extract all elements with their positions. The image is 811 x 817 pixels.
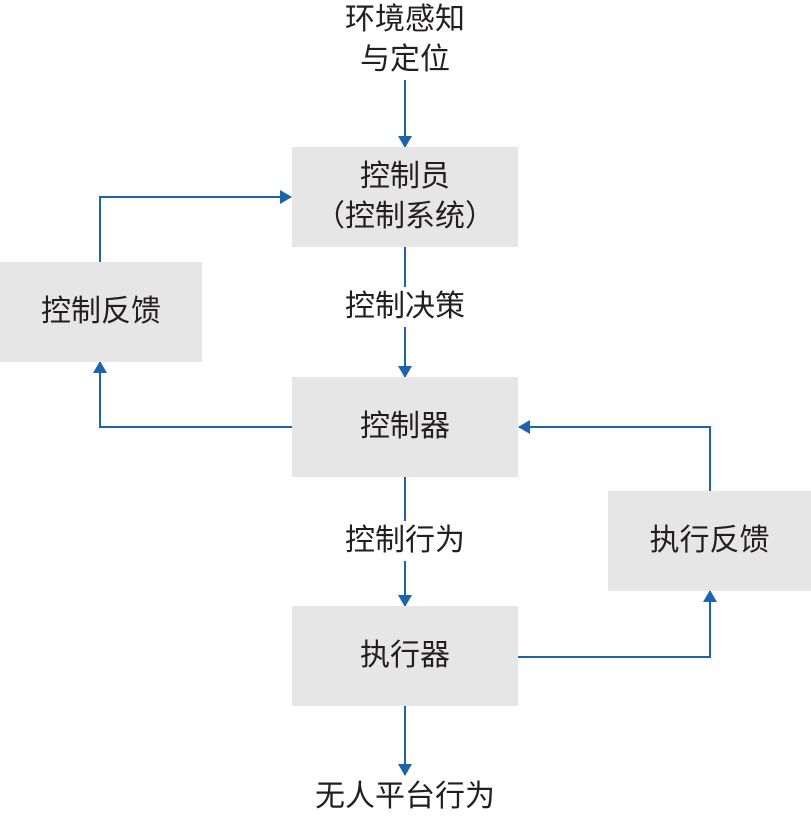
- input-label-line2: 与定位: [360, 42, 450, 77]
- arrow-control-feedback-to-operator: [99, 190, 292, 262]
- operator-node-line1: 控制员: [360, 159, 450, 194]
- input-label-line1: 环境感知: [345, 2, 465, 37]
- execution-feedback-label: 执行反馈: [649, 523, 770, 558]
- execution-feedback-node: 执行反馈: [608, 491, 811, 591]
- input-label: 环境感知 与定位: [305, 0, 505, 80]
- edge-label-control-decision: 控制决策: [325, 287, 485, 327]
- output-label: 无人平台行为: [285, 777, 525, 817]
- actuator-label: 执行器: [360, 638, 450, 673]
- controller-label: 控制器: [360, 409, 450, 444]
- operator-node: 控制员 （控制系统）: [292, 147, 518, 247]
- actuator-node: 执行器: [292, 606, 518, 706]
- arrow-execution-feedback-to-controller: [518, 420, 711, 491]
- arrow-controller-to-control-feedback: [93, 361, 292, 428]
- controller-node: 控制器: [292, 377, 518, 477]
- control-feedback-label: 控制反馈: [41, 294, 161, 329]
- edge-label-control-action: 控制行为: [325, 521, 485, 561]
- arrow-actuator-to-execution-feedback: [518, 590, 717, 658]
- control-feedback-node: 控制反馈: [0, 262, 202, 362]
- operator-node-line2: （控制系统）: [315, 199, 495, 234]
